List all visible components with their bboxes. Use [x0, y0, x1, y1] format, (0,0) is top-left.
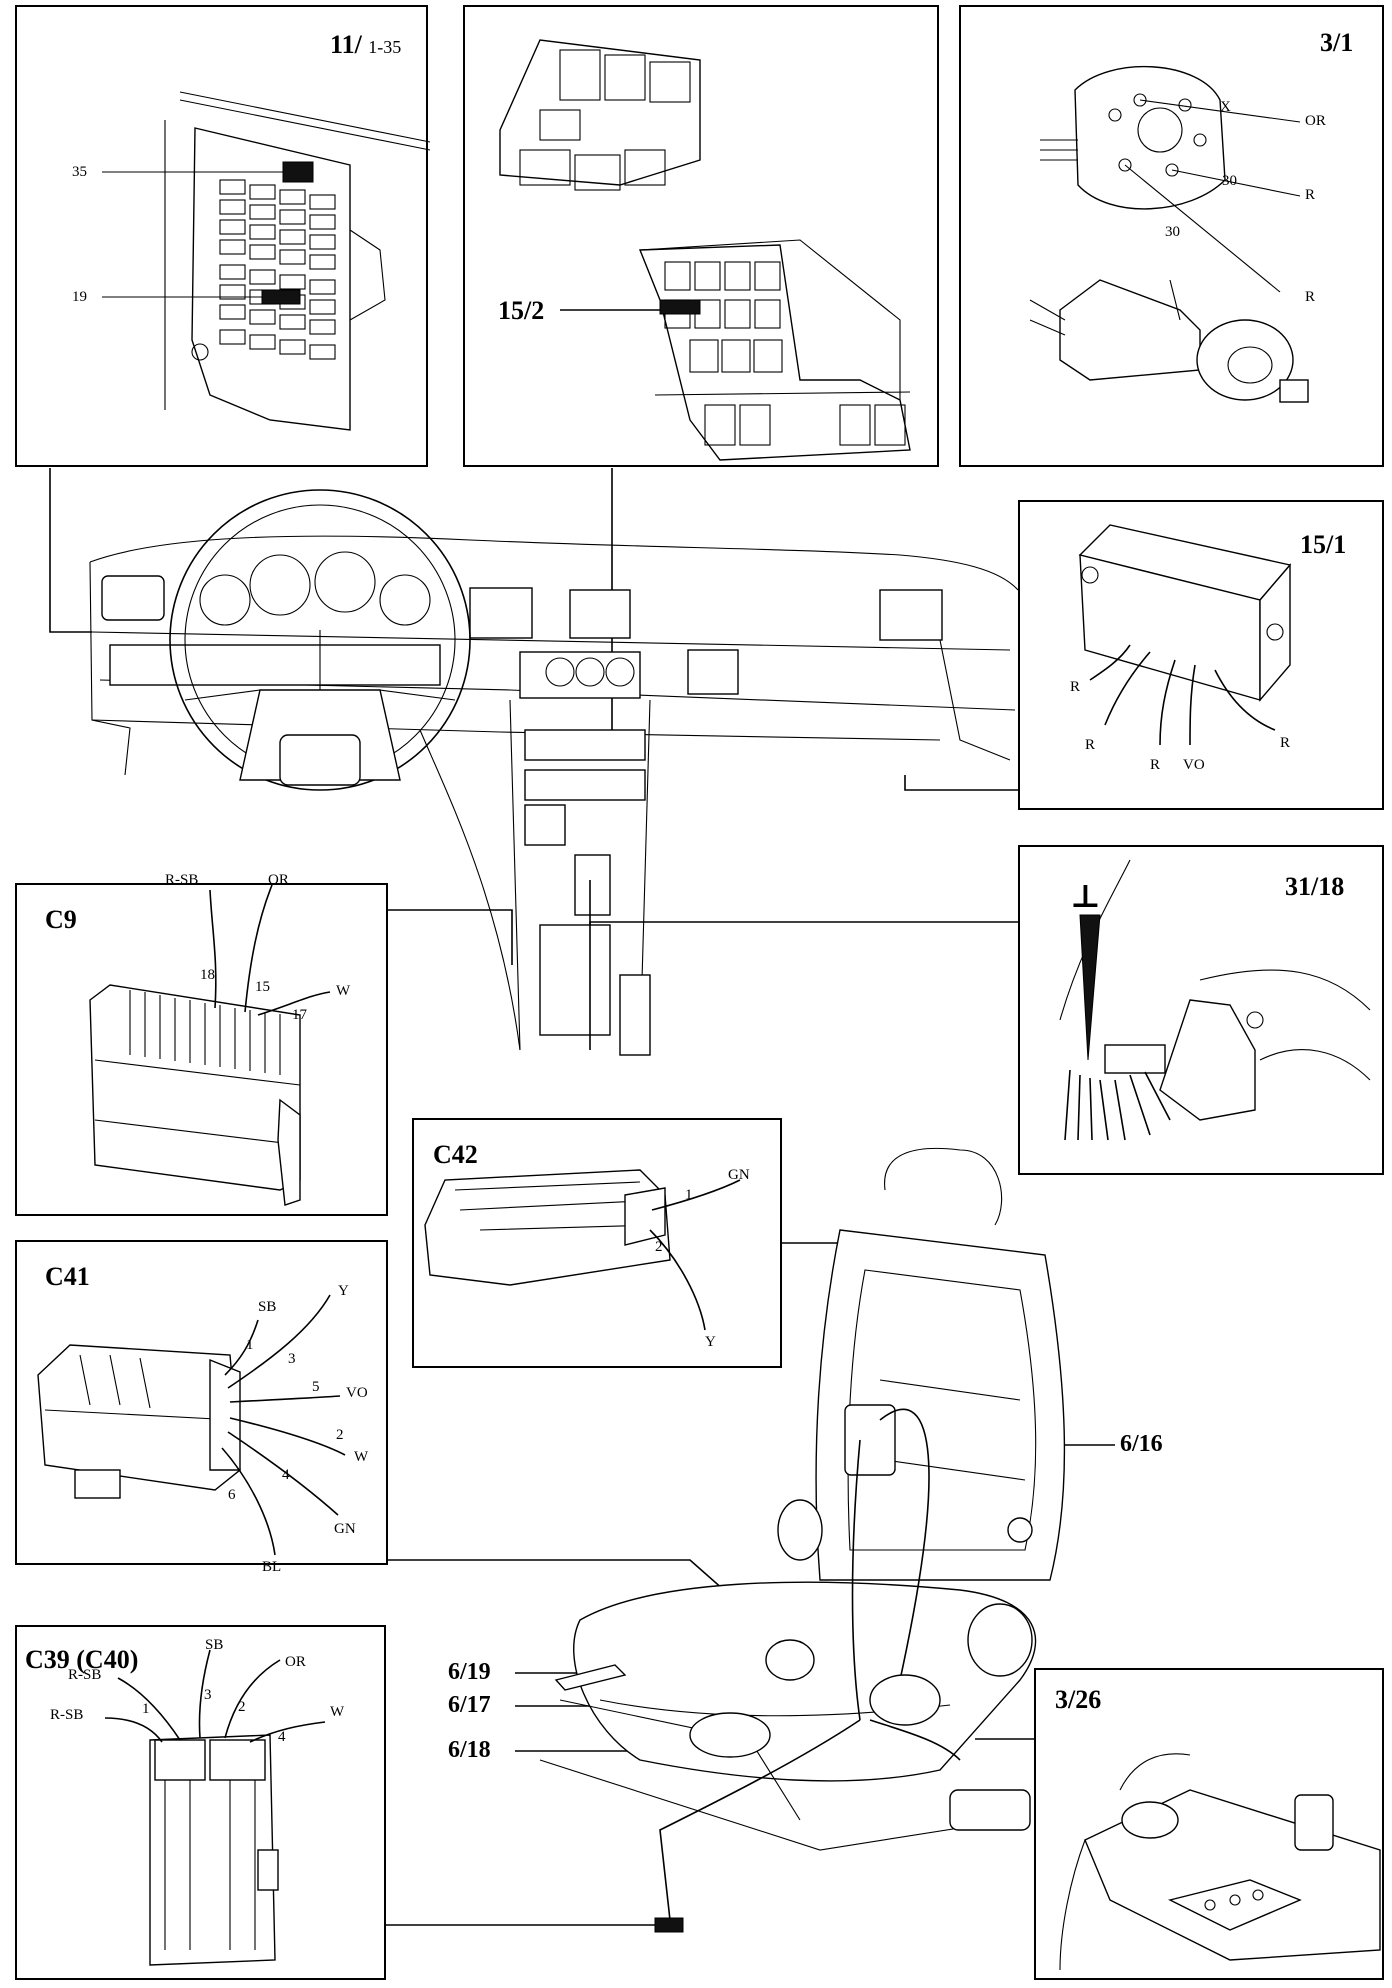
c42-pin-2: 2 [655, 1239, 663, 1255]
c41-pin-1: 1 [246, 1337, 254, 1353]
c41-pin-3: 3 [288, 1351, 296, 1367]
panel-3-1-title: 3/1 [1320, 28, 1354, 57]
c9-wire-or: OR [268, 872, 289, 888]
callout-6-18: 6/18 [448, 1737, 491, 1763]
callout-6-17: 6/17 [448, 1692, 491, 1718]
panel-15-2-title: 15/2 [498, 296, 545, 325]
c42-pin-1: 1 [685, 1187, 693, 1203]
c42-wire-gn: GN [728, 1167, 750, 1183]
c41-pin-6: 6 [228, 1487, 236, 1503]
c41-wire-bl: BL [262, 1559, 282, 1575]
c39-wire-or: OR [285, 1654, 306, 1670]
panel-c9-title: C9 [45, 905, 77, 934]
c39-pin-3: 3 [204, 1687, 212, 1703]
c41-wire-w: W [354, 1449, 369, 1465]
c39-wire-w: W [330, 1704, 345, 1720]
c9-wire-w: W [336, 983, 351, 999]
panel-c42-title: C42 [433, 1140, 478, 1169]
module-wire-vo: VO [1183, 757, 1205, 773]
c41-wire-gn: GN [334, 1521, 356, 1537]
c41-pin-2: 2 [336, 1427, 344, 1443]
switch-label-r2: R [1305, 289, 1316, 305]
c41-wire-y: Y [338, 1283, 349, 1299]
module-wire-r3: R [1150, 757, 1161, 773]
switch-label-r1: R [1305, 187, 1316, 203]
c39-wire-r-sb-2: R-SB [50, 1707, 84, 1723]
panel-11-subtitle: 1-35 [368, 37, 402, 57]
panel-11-fuse-box [15, 5, 428, 467]
switch-label-or: OR [1305, 113, 1326, 129]
panel-15-1-title: 15/1 [1300, 530, 1347, 559]
c39-wire-sb: SB [205, 1637, 224, 1653]
callout-6-16: 6/16 [1120, 1431, 1163, 1457]
panel-11-title: 11/ 1-35 [330, 30, 402, 59]
module-wire-r4: R [1280, 735, 1291, 751]
c39-wire-r-sb-1: R-SB [68, 1667, 102, 1683]
c9-wire-r-sb: R-SB [165, 872, 199, 888]
c39-pin-2: 2 [238, 1699, 246, 1715]
module-wire-r2: R [1085, 737, 1096, 753]
c41-wire-sb: SB [258, 1299, 277, 1315]
panel-c41-title: C41 [45, 1262, 90, 1291]
fuse-label-19: 19 [72, 289, 87, 305]
c39-pin-4: 4 [278, 1729, 286, 1745]
panel-31-18-title: 31/18 [1285, 872, 1345, 901]
switch-label-30b: 30 [1165, 224, 1180, 240]
c41-wire-vo: VO [346, 1385, 368, 1401]
c9-pin-18: 18 [200, 967, 215, 983]
c9-pin-15: 15 [255, 979, 270, 995]
callout-6-19: 6/19 [448, 1659, 491, 1685]
switch-label-30a: 30 [1222, 173, 1237, 189]
c42-wire-y: Y [705, 1334, 716, 1350]
switch-label-x: X [1220, 99, 1231, 115]
c41-pin-4: 4 [282, 1467, 290, 1483]
panel-c39-title: C39 (C40) [25, 1645, 139, 1674]
c9-pin-17: 17 [292, 1007, 307, 1023]
ground-symbol: ⊥ [1070, 878, 1101, 914]
c39-pin-1: 1 [142, 1701, 150, 1717]
c41-pin-5: 5 [312, 1379, 320, 1395]
panel-15-2-relay-box [463, 5, 939, 467]
fuse-label-35: 35 [72, 164, 87, 180]
module-wire-r1: R [1070, 679, 1081, 695]
panel-3-26-title: 3/26 [1055, 1685, 1102, 1714]
